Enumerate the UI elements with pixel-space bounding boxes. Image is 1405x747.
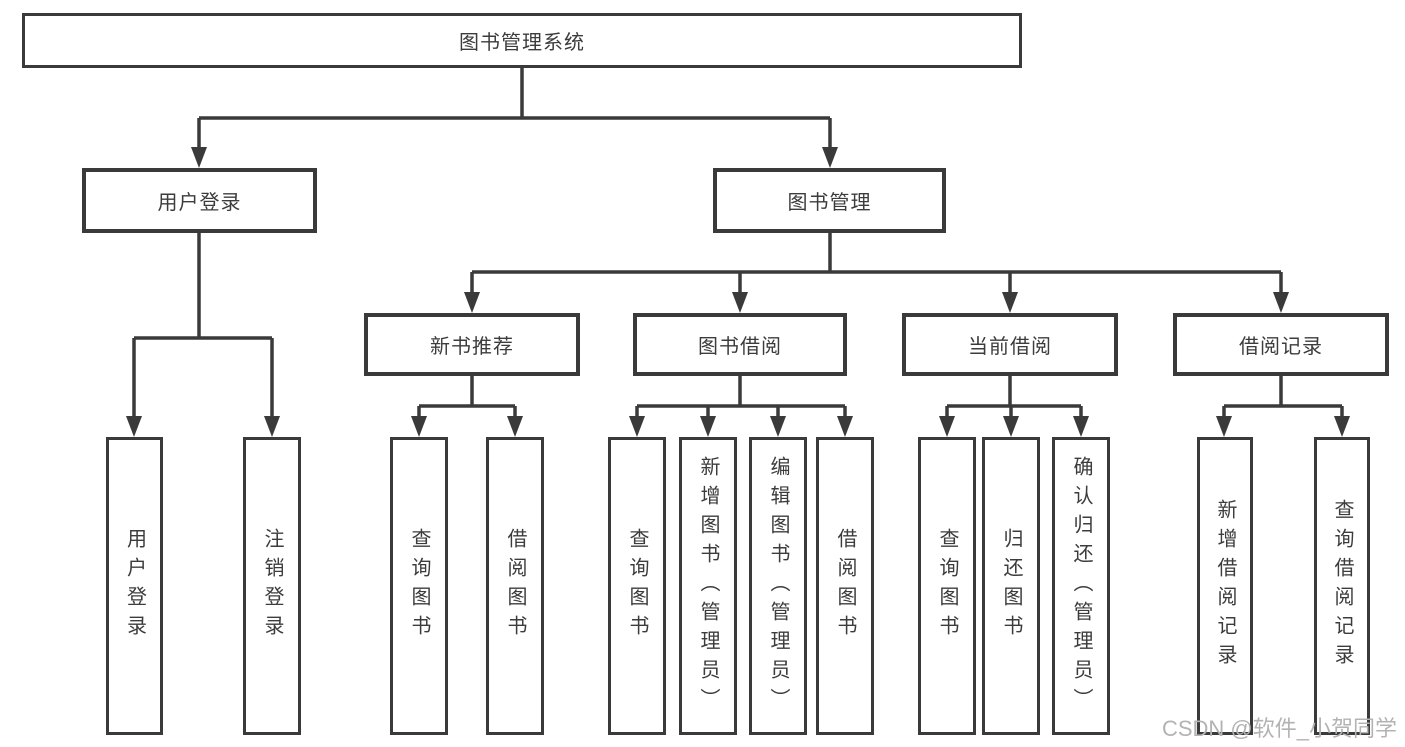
leaf-add-books-admin: 新增图书（管理员）	[679, 437, 737, 735]
leaf-add-borrow-record-label: 新增借阅记录	[1214, 499, 1236, 673]
node-root-label: 图书管理系统	[459, 32, 585, 54]
leaf-query-books-3-label: 查询图书	[936, 528, 958, 644]
csdn-watermark: CSDN @软件_小贺同学	[1161, 716, 1397, 741]
leaf-logout-label: 注销登录	[261, 528, 283, 644]
leaf-add-borrow-record: 新增借阅记录	[1197, 437, 1253, 735]
node-book-management-label: 图书管理	[787, 192, 872, 214]
node-book-management: 图书管理	[713, 168, 946, 233]
node-current-borrowing: 当前借阅	[902, 313, 1118, 376]
leaf-query-books-1-label: 查询图书	[408, 528, 430, 644]
node-book-borrowing-label: 图书借阅	[698, 336, 782, 358]
leaf-return-books-label: 归还图书	[1000, 528, 1022, 644]
connector-book-borrowing-to-leaves	[629, 376, 853, 437]
connector-user-login-to-leaves	[126, 232, 280, 437]
leaf-borrow-books-1-label: 借阅图书	[504, 528, 526, 644]
leaf-query-books-2: 查询图书	[608, 437, 666, 735]
connector-book-management-to-level3	[464, 232, 1289, 313]
leaf-confirm-return-admin: 确认归还（管理员）	[1052, 437, 1110, 735]
node-new-book-recommendation-label: 新书推荐	[430, 336, 514, 358]
connector-current-borrowing-to-leaves	[939, 376, 1089, 437]
node-borrowing-records-label: 借阅记录	[1239, 336, 1323, 358]
leaf-edit-books-admin: 编辑图书（管理员）	[749, 437, 807, 735]
connector-new-book-rec-to-leaves	[411, 376, 523, 437]
leaf-logout: 注销登录	[243, 437, 301, 735]
node-user-login-label: 用户登录	[157, 192, 242, 214]
leaf-borrow-books-1: 借阅图书	[486, 437, 544, 735]
connector-borrowing-records-to-leaves	[1216, 376, 1350, 437]
leaf-query-books-3: 查询图书	[918, 437, 976, 735]
node-borrowing-records: 借阅记录	[1173, 313, 1389, 376]
node-book-borrowing: 图书借阅	[633, 313, 847, 376]
leaf-query-borrow-record: 查询借阅记录	[1314, 437, 1370, 735]
leaf-query-books-1: 查询图书	[390, 437, 448, 735]
leaf-user-login: 用户登录	[106, 437, 163, 735]
leaf-add-books-admin-label: 新增图书（管理员）	[697, 455, 719, 717]
node-current-borrowing-label: 当前借阅	[968, 336, 1052, 358]
connector-root-to-level2	[191, 68, 838, 168]
leaf-return-books: 归还图书	[982, 437, 1040, 735]
leaf-borrow-books-2: 借阅图书	[816, 437, 874, 735]
leaf-borrow-books-2-label: 借阅图书	[834, 528, 856, 644]
node-new-book-recommendation: 新书推荐	[364, 313, 580, 376]
leaf-user-login-label: 用户登录	[123, 528, 146, 644]
leaf-confirm-return-admin-label: 确认归还（管理员）	[1070, 455, 1092, 717]
leaf-query-borrow-record-label: 查询借阅记录	[1331, 499, 1353, 673]
leaf-edit-books-admin-label: 编辑图书（管理员）	[767, 455, 789, 717]
node-root: 图书管理系统	[22, 13, 1022, 68]
node-user-login: 用户登录	[82, 168, 317, 233]
leaf-query-books-2-label: 查询图书	[626, 528, 648, 644]
